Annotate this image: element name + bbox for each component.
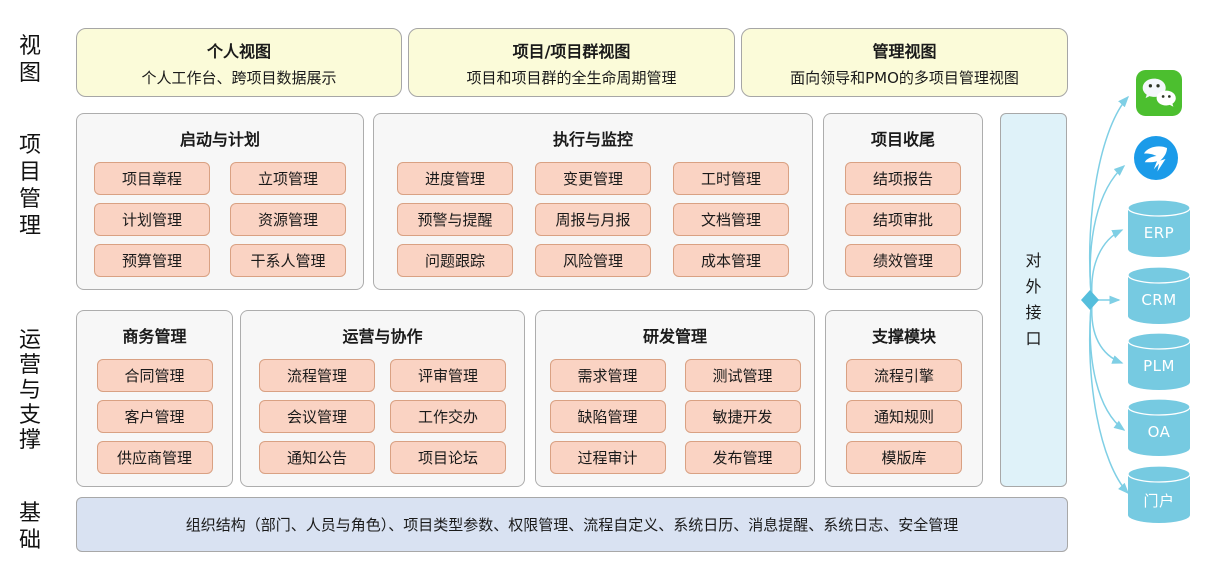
module-chip: 资源管理 [230,203,346,236]
row-label-operations-support: 运营与支撑 [18,328,41,453]
section-title: 商务管理 [122,327,187,346]
section-title: 启动与计划 [179,130,260,149]
view-card-subtitle: 面向领导和PMO的多项目管理视图 [790,68,1019,87]
module-chip: 立项管理 [230,162,346,195]
module-chip: 评审管理 [390,359,506,392]
module-chip: 结项审批 [845,203,961,236]
system-cylinder-crm: CRM [1127,266,1191,325]
module-chip: 文档管理 [673,203,789,236]
module-chip: 测试管理 [684,359,801,392]
module-chip: 流程管理 [259,359,375,392]
module-chip: 干系人管理 [230,244,346,277]
view-card-subtitle: 项目和项目群的全生命周期管理 [466,68,677,87]
module-chip: 问题跟踪 [397,244,513,277]
module-grid: 流程引擎 通知规则 模版库 [826,359,982,474]
foundation-bar: 组织结构（部门、人员与角色）、项目类型参数、权限管理、流程自定义、系统日历、消息… [76,497,1068,552]
section-title: 研发管理 [642,327,707,346]
module-chip: 通知规则 [846,400,962,433]
view-card-project: 项目/项目群视图 项目和项目群的全生命周期管理 [408,28,735,97]
system-label: ERP [1143,224,1175,242]
section-title: 支撑模块 [871,327,936,346]
view-card-title: 项目/项目群视图 [512,41,631,61]
view-card-management: 管理视图 面向领导和PMO的多项目管理视图 [741,28,1068,97]
system-label: 门户 [1143,492,1175,510]
external-interface-label: 对外接口 [1025,251,1042,348]
section-closure: 项目收尾 结项报告 结项审批 绩效管理 [823,113,983,290]
row-label-foundation: 基础 [18,501,41,553]
module-chip: 客户管理 [96,400,213,433]
external-interface-bar: 对外接口 [1000,113,1067,487]
section-execution-monitoring: 执行与监控 进度管理 变更管理 工时管理 预警与提醒 周报与月报 文档管理 问题… [373,113,813,290]
module-chip: 需求管理 [549,359,666,392]
module-chip: 供应商管理 [96,441,213,474]
module-grid: 进度管理 变更管理 工时管理 预警与提醒 周报与月报 文档管理 问题跟踪 风险管… [374,162,812,277]
section-title: 执行与监控 [552,130,633,149]
section-business: 商务管理 合同管理 客户管理 供应商管理 [76,310,233,487]
dingtalk-icon [1134,136,1178,180]
module-grid: 合同管理 客户管理 供应商管理 [77,359,232,474]
module-chip: 缺陷管理 [549,400,666,433]
system-cylinder-erp: ERP [1127,199,1191,258]
section-operations-collaboration: 运营与协作 流程管理 评审管理 会议管理 工作交办 通知公告 项目论坛 [240,310,525,487]
module-chip: 项目论坛 [390,441,506,474]
section-title: 运营与协作 [342,327,423,346]
system-label: CRM [1141,291,1177,309]
foundation-text: 组织结构（部门、人员与角色）、项目类型参数、权限管理、流程自定义、系统日历、消息… [185,516,959,534]
row-label-view: 视图 [18,34,41,86]
module-grid: 结项报告 结项审批 绩效管理 [824,162,982,277]
module-grid: 需求管理 测试管理 缺陷管理 敏捷开发 过程审计 发布管理 [536,359,814,474]
system-cylinder-oa: OA [1127,398,1191,457]
module-chip: 周报与月报 [535,203,651,236]
module-chip: 发布管理 [684,441,801,474]
view-card-title: 管理视图 [872,41,937,61]
row-label-project-management: 项目管理 [18,133,41,239]
view-card-personal: 个人视图 个人工作台、跨项目数据展示 [76,28,402,97]
section-support-modules: 支撑模块 流程引擎 通知规则 模版库 [825,310,983,487]
wechat-icon [1136,70,1182,116]
module-chip: 流程引擎 [846,359,962,392]
module-chip: 变更管理 [535,162,651,195]
system-label: PLM [1143,357,1175,375]
module-chip: 通知公告 [259,441,375,474]
module-grid: 流程管理 评审管理 会议管理 工作交办 通知公告 项目论坛 [241,359,524,474]
module-chip: 成本管理 [673,244,789,277]
connector-diamond [1081,290,1099,310]
module-chip: 结项报告 [845,162,961,195]
module-chip: 预警与提醒 [397,203,513,236]
module-chip: 模版库 [846,441,962,474]
module-chip: 过程审计 [549,441,666,474]
system-label: OA [1147,423,1171,441]
module-chip: 进度管理 [397,162,513,195]
module-chip: 敏捷开发 [684,400,801,433]
module-chip: 项目章程 [94,162,210,195]
module-grid: 项目章程 立项管理 计划管理 资源管理 预算管理 干系人管理 [77,162,363,277]
module-chip: 工作交办 [390,400,506,433]
system-cylinder-portal: 门户 [1127,465,1191,524]
view-card-subtitle: 个人工作台、跨项目数据展示 [141,68,337,87]
view-card-title: 个人视图 [206,41,271,61]
system-cylinder-plm: PLM [1127,332,1191,391]
section-title: 项目收尾 [870,130,935,149]
section-rd-management: 研发管理 需求管理 测试管理 缺陷管理 敏捷开发 过程审计 发布管理 [535,310,815,487]
module-chip: 绩效管理 [845,244,961,277]
module-chip: 风险管理 [535,244,651,277]
section-initiation-planning: 启动与计划 项目章程 立项管理 计划管理 资源管理 预算管理 干系人管理 [76,113,364,290]
module-chip: 合同管理 [96,359,213,392]
module-chip: 工时管理 [673,162,789,195]
module-chip: 预算管理 [94,244,210,277]
module-chip: 会议管理 [259,400,375,433]
module-chip: 计划管理 [94,203,210,236]
